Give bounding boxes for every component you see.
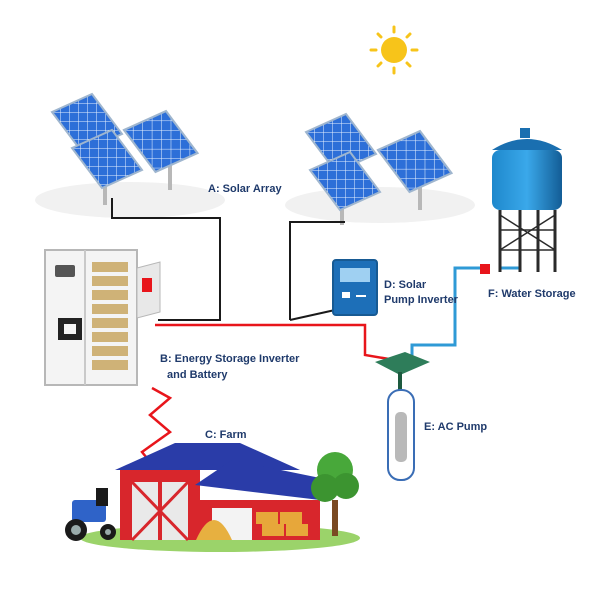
solar-array-left: [35, 93, 225, 218]
solar-panel-icon: [376, 130, 453, 194]
label-water-storage: F: Water Storage: [488, 288, 576, 300]
dc-wires: [111, 198, 345, 321]
barn-icon: [80, 443, 360, 552]
label-farm: C: Farm: [205, 429, 247, 441]
label-pump-inverter-line2: Pump Inverter: [384, 294, 459, 306]
label-solar-array: A: Solar Array: [208, 183, 282, 195]
battery-cabinet-icon: [44, 249, 161, 386]
label-storage-inverter-line2: and Battery: [167, 369, 228, 381]
submersible-pump-icon: [375, 352, 430, 481]
water-pipe: [410, 266, 520, 360]
label-ac-pump: E: AC Pump: [424, 421, 487, 433]
ac-wires: [140, 323, 396, 469]
label-storage-inverter-line1: B: Energy Storage Inverter: [160, 353, 300, 365]
sun-icon: [369, 25, 419, 75]
solar-array-right: [285, 113, 475, 225]
tree-icon: [311, 452, 359, 536]
pump-inverter-icon: [332, 259, 378, 316]
water-tower-icon: [480, 128, 562, 274]
tractor-icon: [65, 488, 116, 541]
label-pump-inverter-line1: D: Solar: [384, 279, 427, 291]
